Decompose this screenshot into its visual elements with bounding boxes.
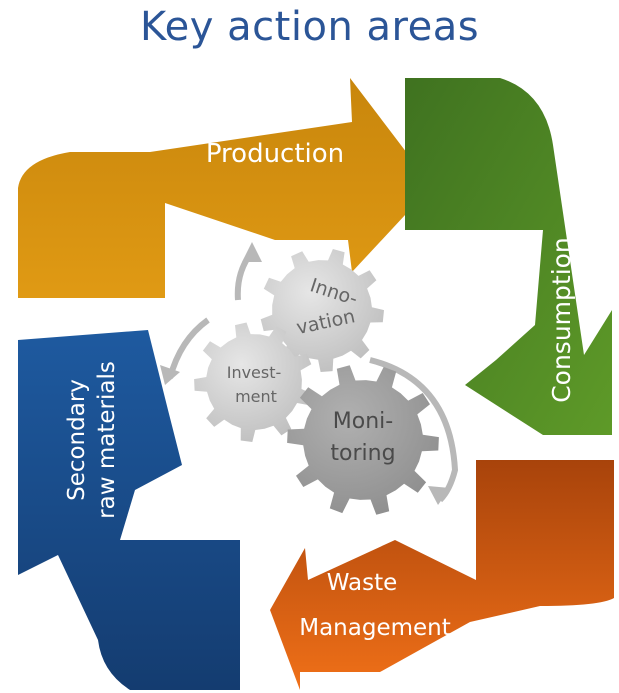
arrowhead-right [428, 486, 450, 505]
arrowhead-left [160, 365, 180, 385]
innovation-gear [260, 249, 384, 372]
gear-investment-shape [194, 322, 313, 442]
waste-label-line2: Management [299, 615, 451, 641]
monitoring-label-line2: toring [330, 441, 395, 466]
monitoring-label-line1: Moni- [333, 409, 393, 434]
monitoring-gear [287, 365, 439, 515]
secondary-label-line1: Secondary [64, 379, 90, 501]
cycle-arrowheads [160, 242, 450, 505]
diagram-title: Key action areas [139, 4, 480, 50]
arrowhead-up [242, 242, 262, 262]
consumption-arrow: Consumption [405, 78, 612, 435]
gear-innovation-shape [260, 249, 384, 372]
curved-arrow-left [167, 317, 210, 379]
gear-monitoring-shape [287, 365, 439, 515]
production-arrow: Production [18, 78, 432, 298]
secondary-raw-materials-arrow: Secondary raw materials [18, 330, 240, 690]
investment-gear [194, 322, 313, 442]
waste-management-arrow: Waste Management [270, 460, 614, 690]
investment-label-line1: Invest- [227, 363, 282, 382]
consumption-label: Consumption [547, 237, 576, 403]
production-label: Production [206, 139, 344, 169]
secondary-label-line2: raw materials [94, 361, 120, 519]
waste-label-line1: Waste [327, 570, 398, 596]
investment-label-line2: ment [235, 387, 277, 406]
